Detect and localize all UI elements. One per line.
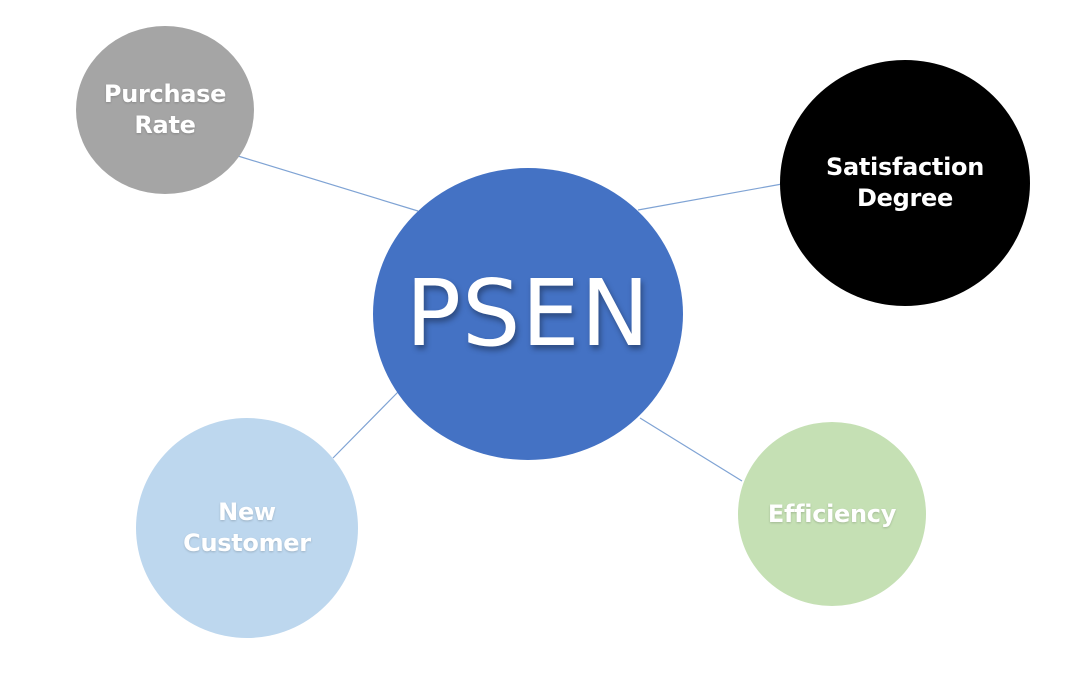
- connector-purchase-rate: [237, 155, 419, 212]
- node-new-customer: New Customer: [136, 418, 358, 638]
- connector-efficiency: [639, 417, 743, 482]
- node-purchase-rate-label: Purchase Rate: [103, 80, 227, 139]
- node-efficiency-label: Efficiency: [767, 499, 897, 528]
- node-purchase-rate: Purchase Rate: [76, 26, 254, 194]
- center-node-label: PSEN: [405, 260, 651, 367]
- center-node-psen: PSEN: [373, 168, 683, 460]
- node-satisfaction-degree: Satisfaction Degree: [780, 60, 1030, 306]
- node-new-customer-label: New Customer: [183, 498, 311, 557]
- connector-new-customer: [332, 391, 399, 459]
- node-efficiency: Efficiency: [738, 422, 926, 606]
- connector-satisfaction-degree: [637, 183, 783, 211]
- node-satisfaction-degree-label: Satisfaction Degree: [825, 153, 984, 212]
